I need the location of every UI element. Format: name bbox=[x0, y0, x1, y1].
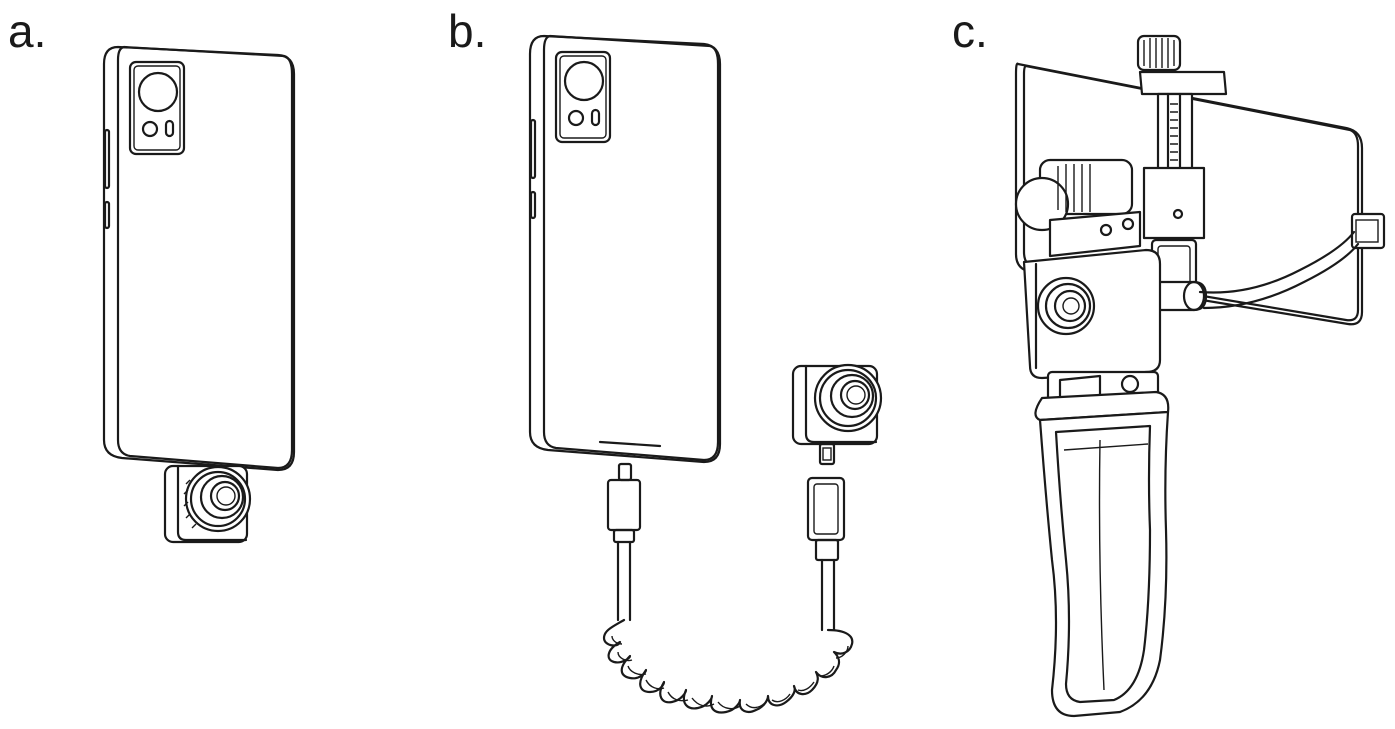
panel-label-c: c. bbox=[952, 5, 988, 57]
panel-c-cable-icon bbox=[1198, 230, 1360, 310]
panel-a-phone bbox=[102, 45, 296, 472]
handheld-grip-icon bbox=[1034, 390, 1170, 718]
panel-b-phone bbox=[528, 34, 722, 464]
panel-label-b: b. bbox=[448, 5, 487, 57]
panel-c-thermal-camera-module bbox=[1014, 158, 1162, 410]
panel-a-thermal-camera-module bbox=[163, 464, 252, 544]
camera-island-icon bbox=[128, 60, 186, 156]
panel-b-thermal-camera-module bbox=[791, 363, 883, 466]
panel-c-phone bbox=[1014, 62, 1386, 326]
coiled-cable-icon bbox=[602, 618, 854, 714]
panel-label-a: a. bbox=[8, 5, 47, 57]
usb-c-plug-icon bbox=[606, 462, 846, 632]
camera-island-icon bbox=[554, 50, 612, 144]
